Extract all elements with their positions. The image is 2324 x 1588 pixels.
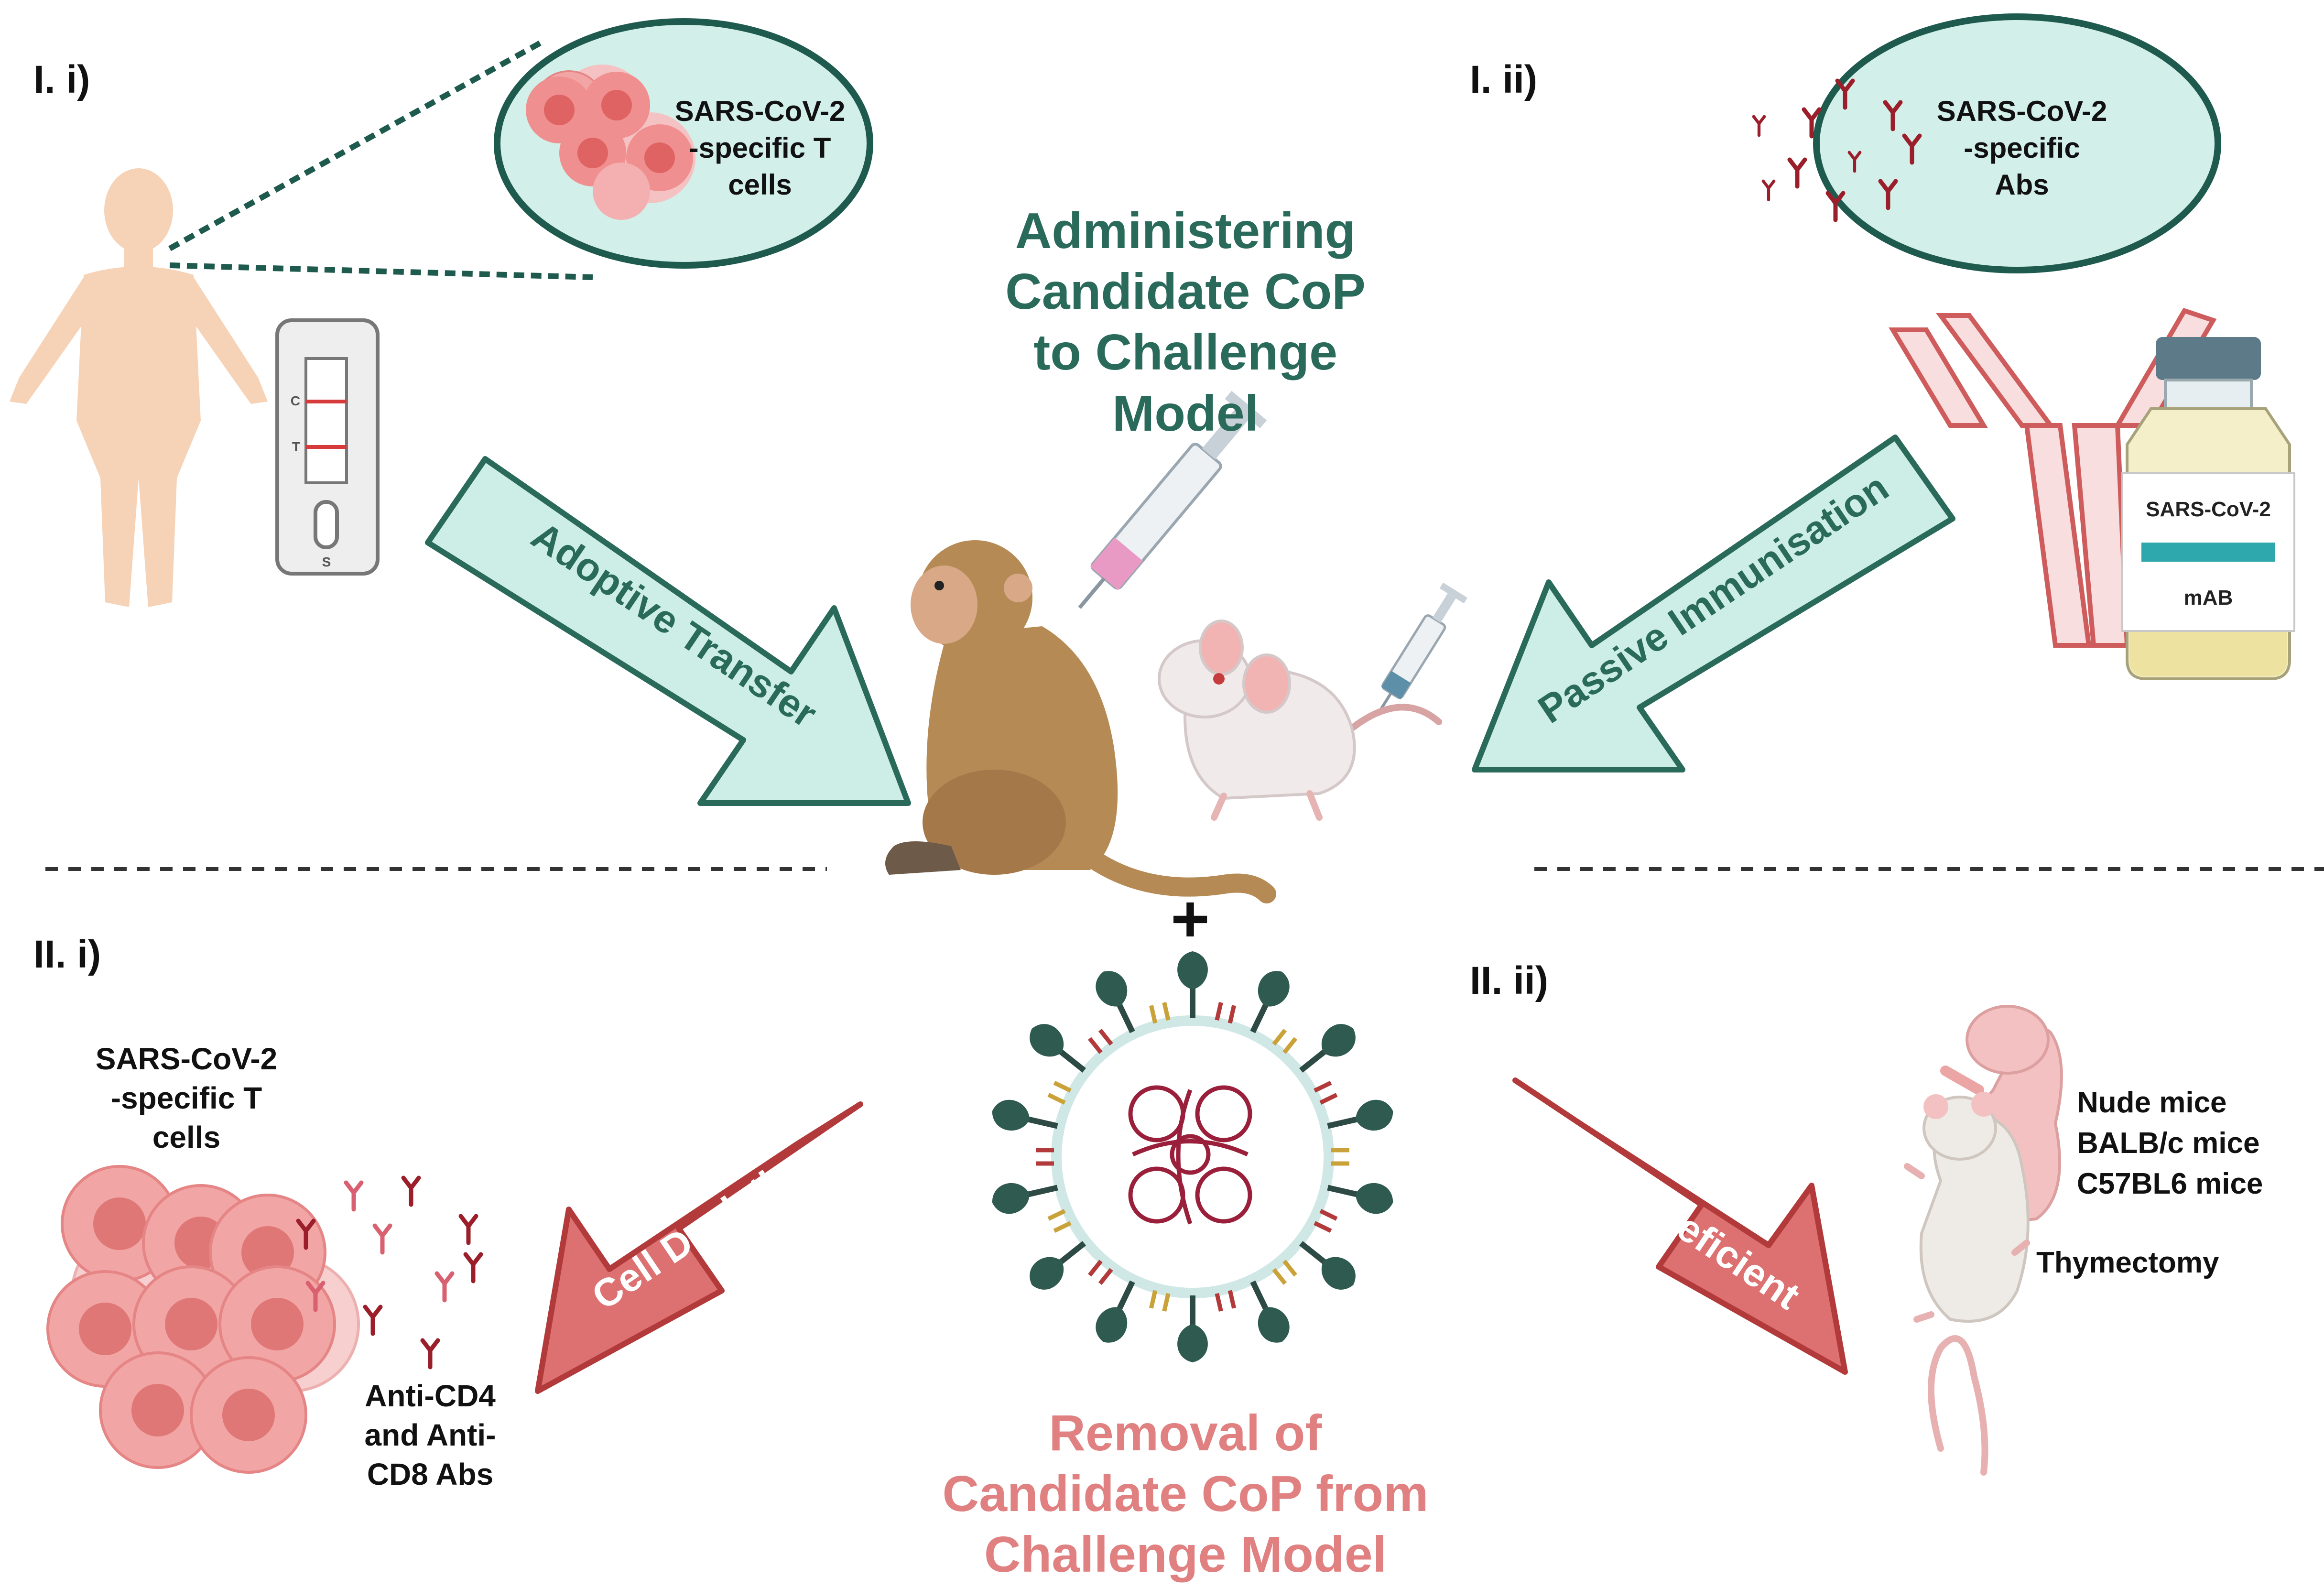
virus-small-protein-icon xyxy=(1149,1002,1171,1024)
antibody-vial-icon: SARS-CoV-2 mAB xyxy=(2121,337,2295,680)
virus-spike-icon xyxy=(1177,1295,1208,1362)
bt-cell-deficient-label: B/T cell deficient xyxy=(1525,1108,1807,1318)
antibody-bubble-line: SARS-CoV-2 xyxy=(1936,95,2107,127)
syringe-mouse-icon xyxy=(1377,582,1468,714)
virus-rna-icon xyxy=(1128,1085,1252,1225)
virus-small-protein-icon xyxy=(1149,1290,1171,1312)
administering-heading-line: Model xyxy=(1112,385,1259,442)
passive-immunisation-label: Passive Immunisation xyxy=(1531,466,1896,732)
anti-cd-antibodies-label: Anti-CD4 and Anti- CD8 Abs xyxy=(344,1377,516,1494)
antibody-bubble-label: SARS-CoV-2 -specific Abs xyxy=(1936,93,2108,203)
test-strip-s-label: S xyxy=(322,555,331,569)
t-cell-bubble-label: SARS-CoV-2 -specific T cells xyxy=(674,93,846,203)
mouse-icon xyxy=(1158,620,1442,821)
t-cell-bubble xyxy=(494,18,873,269)
test-strip-icon: C T S xyxy=(275,318,380,576)
virus-icon xyxy=(989,951,1397,1362)
anti-cd-antibodies-line: CD8 Abs xyxy=(367,1457,494,1491)
adoptive-transfer-arrow: Adoptive Transfer xyxy=(425,456,911,806)
vial-type: mAB xyxy=(2184,586,2233,609)
virus-small-protein-icon xyxy=(1272,1260,1297,1285)
depleted-t-cell-cluster-icon xyxy=(48,1166,360,1472)
virus-spike-icon xyxy=(1177,951,1208,1018)
t-cell-cluster-icon xyxy=(526,65,695,220)
antibody-bubble-line: -specific xyxy=(1964,131,2080,164)
anti-cd-antibodies-line: Anti-CD4 xyxy=(365,1379,496,1413)
zoom-line-lower xyxy=(169,262,593,280)
removal-heading-line: Challenge Model xyxy=(984,1526,1387,1583)
administering-heading-line: Candidate CoP xyxy=(1005,263,1366,320)
depleted-t-cells-line: cells xyxy=(152,1120,221,1154)
virus-small-protein-icon xyxy=(1047,1081,1072,1105)
syringe-monkey-icon xyxy=(1078,391,1267,609)
administering-heading: Administering Candidate CoP to Challenge… xyxy=(951,201,1420,444)
virus-small-protein-icon xyxy=(1314,1081,1338,1105)
zoom-line-upper xyxy=(168,40,542,251)
t-cell-bubble-line: -specific T xyxy=(689,131,831,164)
virus-small-protein-icon xyxy=(1215,1002,1237,1024)
test-strip-c-label: C xyxy=(291,393,300,408)
administering-heading-line: Administering xyxy=(1015,203,1356,259)
virus-spike-icon xyxy=(989,1173,1061,1217)
plus-sign: + xyxy=(1171,881,1210,956)
virus-spike-icon xyxy=(989,1096,1061,1141)
mouse-strain-item: BALB/c mice xyxy=(2077,1126,2260,1160)
nude-mouse-icon xyxy=(1940,1005,2063,1226)
vial-name: SARS-CoV-2 xyxy=(2146,498,2271,521)
mouse-strain-item: C57BL6 mice xyxy=(2077,1167,2263,1200)
section-label-bottom-right: II. ii) xyxy=(1470,959,1548,1002)
virus-small-protein-icon xyxy=(1088,1260,1113,1285)
virus-spike-icon xyxy=(1325,1173,1397,1217)
white-mouse-icon xyxy=(1904,1092,2030,1476)
t-cell-bubble-line: SARS-CoV-2 xyxy=(674,95,846,127)
virus-small-protein-icon xyxy=(1331,1148,1349,1166)
section-label-top-left: I. i) xyxy=(33,58,90,101)
virus-small-protein-icon xyxy=(1036,1148,1054,1166)
monkey-icon xyxy=(885,540,1276,903)
bt-cell-deficient-arrow: B/T cell deficient xyxy=(1512,1077,1848,1375)
section-label-top-right: I. ii) xyxy=(1470,58,1538,101)
passive-immunisation-arrow: Passive Immunisation xyxy=(1472,435,1955,772)
depleted-t-cells-label: SARS-CoV-2 -specific T cells xyxy=(91,1040,282,1157)
removal-heading-line: Candidate CoP from xyxy=(942,1466,1429,1523)
thymectomy-label: Thymectomy xyxy=(2036,1246,2219,1279)
t-cell-bubble-line: cells xyxy=(728,168,792,201)
virus-small-protein-icon xyxy=(1047,1209,1072,1233)
section-label-bottom-left: II. i) xyxy=(33,933,101,976)
virus-spike-icon xyxy=(1325,1096,1397,1141)
virus-small-protein-icon xyxy=(1215,1290,1237,1312)
removal-heading: Removal of Candidate CoP from Challenge … xyxy=(899,1403,1472,1586)
mouse-strain-item: Nude mice xyxy=(2077,1086,2227,1119)
antibody-bubble xyxy=(1754,13,2221,273)
virus-small-protein-icon xyxy=(1088,1029,1113,1054)
removal-heading-line: Removal of xyxy=(1049,1405,1322,1461)
depleted-t-cells-line: SARS-CoV-2 xyxy=(95,1042,278,1076)
mouse-strains-list: Nude mice BALB/c mice C57BL6 mice xyxy=(2077,1083,2263,1205)
depleted-t-cells-line: -specific T xyxy=(110,1080,262,1115)
administering-heading-line: to Challenge xyxy=(1033,324,1338,381)
antibody-bubble-line: Abs xyxy=(1995,168,2049,201)
cell-depletion-arrow: Cell Depletion xyxy=(535,1101,863,1394)
test-strip-t-label: T xyxy=(292,439,300,454)
anti-cd-antibodies-line: and Anti- xyxy=(364,1417,496,1452)
virus-small-protein-icon xyxy=(1272,1029,1297,1054)
human-figure-icon xyxy=(10,168,268,607)
virus-small-protein-icon xyxy=(1314,1209,1338,1233)
